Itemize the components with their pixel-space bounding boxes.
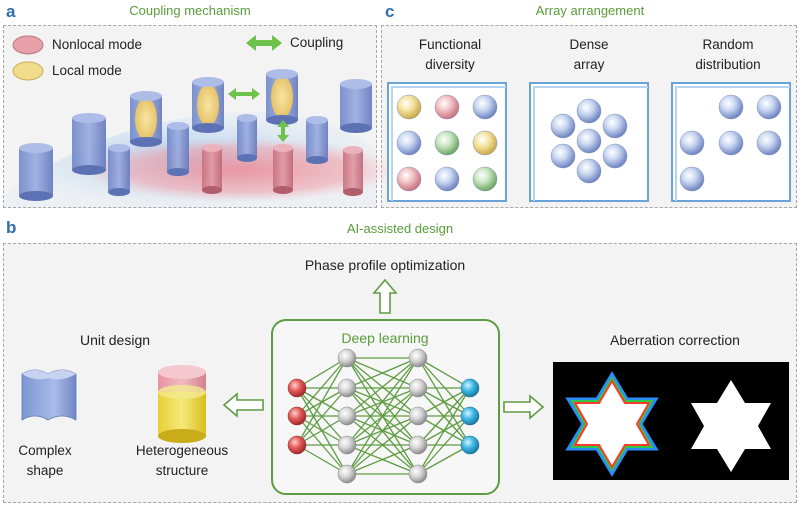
panel-c-letter: c xyxy=(385,2,395,21)
cylinder xyxy=(237,114,257,162)
nonlocal-mode-label: Nonlocal mode xyxy=(52,37,143,52)
panel-b-letter: b xyxy=(6,218,17,237)
pink-cylinder xyxy=(343,146,363,196)
panel-b-title: AI-assisted design xyxy=(346,221,454,236)
deep-learning-box xyxy=(271,319,500,495)
cylinder xyxy=(19,143,53,201)
hidden-nodes-2 xyxy=(408,348,428,484)
local-mode-label: Local mode xyxy=(52,63,122,78)
right-arrow-icon xyxy=(503,394,545,420)
deep-learning-label: Deep learning xyxy=(341,330,429,346)
heterogeneous-structure-icon xyxy=(158,365,206,443)
local-mode-swatch xyxy=(12,61,44,81)
coupling-arrow-horizontal xyxy=(228,88,260,100)
output-nodes xyxy=(460,378,480,455)
panel-c-title: Array arrangement xyxy=(535,3,645,18)
cylinder xyxy=(108,144,130,196)
nonlocal-mode-swatch xyxy=(12,35,44,55)
local-mode-cylinder xyxy=(192,77,224,133)
aberrated-star-icon xyxy=(565,371,659,477)
aberration-correction-label: Aberration correction xyxy=(610,332,740,348)
cylinder xyxy=(340,79,372,133)
panel-a-letter: a xyxy=(6,2,16,21)
left-arrow-icon xyxy=(222,392,264,418)
hidden-nodes-1 xyxy=(337,348,357,484)
local-mode-cylinder xyxy=(266,69,298,125)
corrected-star-icon xyxy=(691,380,771,472)
input-nodes xyxy=(287,378,307,455)
pink-cylinder xyxy=(273,144,293,194)
complex-shape-icon xyxy=(21,369,77,421)
dense-spheres xyxy=(550,98,628,184)
up-arrow-icon xyxy=(372,278,398,314)
coupling-label: Coupling xyxy=(290,35,344,50)
pink-cylinder xyxy=(202,144,222,194)
unit-design-label: Unit design xyxy=(79,332,151,348)
functional-spheres xyxy=(396,94,498,192)
phase-optimization-label: Phase profile optimization xyxy=(304,257,466,273)
panel-a-title: Coupling mechanism xyxy=(129,3,251,18)
random-spheres xyxy=(679,94,782,192)
cylinder xyxy=(306,116,328,164)
coupling-arrow-vertical xyxy=(277,120,289,142)
cylinder xyxy=(72,113,106,175)
coupling-arrow-icon xyxy=(246,35,282,51)
cylinder xyxy=(167,122,189,176)
local-mode-cylinder xyxy=(130,91,162,147)
